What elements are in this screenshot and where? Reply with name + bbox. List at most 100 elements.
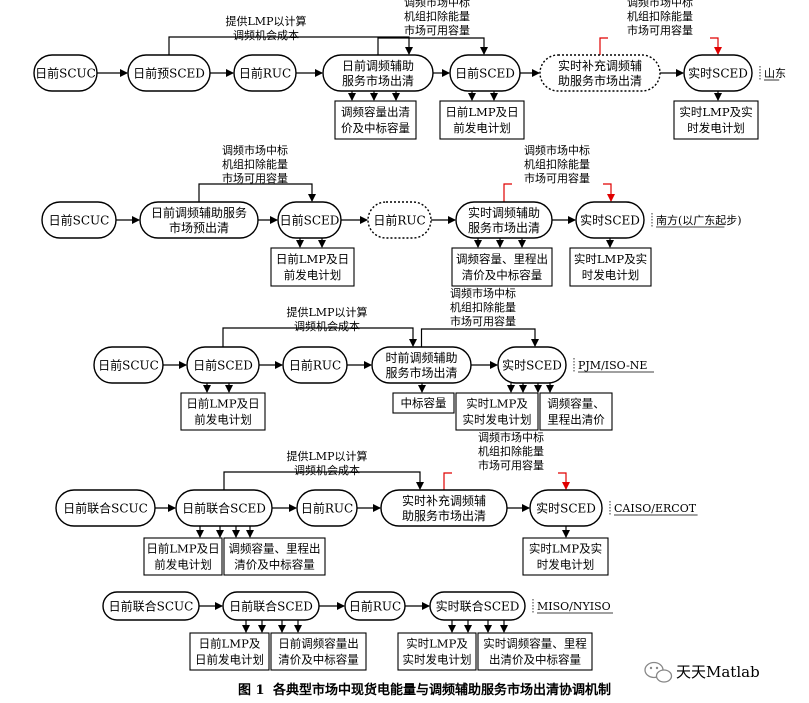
nanfang-annotation-0-line: 调频市场中标 — [222, 143, 288, 157]
nanfang-node-n6-label: 实时SCED — [580, 213, 640, 228]
pjm-annotation-1-line: 市场可用容量 — [450, 314, 516, 328]
miso-output-3-line: 出清价及中标容量 — [489, 653, 581, 667]
shandong-output-2-line: 实时LMP及实 — [679, 105, 752, 119]
caption-number: 图 1 — [238, 683, 265, 698]
miso-node-n1: 日前联合SCUC — [102, 591, 200, 621]
pjm-node-n5-label: 实时SCED — [502, 358, 562, 373]
shandong-annotation-connector — [168, 36, 413, 55]
caiso-node-n4-label-line: 实时补充调频辅 — [402, 493, 486, 508]
pjm-output-2-line: 实时发电计划 — [463, 413, 532, 427]
caiso-annotation-0-line: 提供LMP以计算 — [287, 449, 368, 463]
pjm-annotation-0-line: 调频机会成本 — [294, 319, 360, 333]
nanfang-node-n4: 日前RUC — [367, 201, 432, 239]
nanfang-output-1-line: 清价及中标容量 — [462, 268, 543, 282]
shandong-node-n1-label: 日前SCUC — [35, 66, 96, 81]
watermark-text: 天天Matlab — [676, 663, 760, 681]
shandong-annotation-connector — [377, 37, 488, 55]
connector-layer — [97, 36, 722, 633]
nanfang-node-n2-label-line: 市场预出清 — [169, 220, 229, 235]
shandong-market-label: 山东 — [764, 67, 786, 80]
caiso-node-n1: 日前联合SCUC — [55, 489, 156, 527]
caiso-node-n3-label: 日前RUC — [301, 501, 353, 516]
watermark: 天天Matlab — [644, 661, 760, 683]
caiso-annotation-0-line: 调频机会成本 — [294, 463, 360, 477]
nanfang-annotation-1-line: 市场可用容量 — [524, 171, 590, 185]
pjm-node-n5: 实时SCED — [497, 346, 567, 384]
caption-text: 各典型市场中现货电能量与调频辅助服务市场出清协调机制 — [272, 682, 611, 698]
caiso-node-n3: 日前RUC — [296, 489, 358, 527]
output-layer: 调频容量出清价及中标容量日前LMP及日前发电计划实时LMP及实时发电计划日前LM… — [143, 100, 759, 671]
nanfang-node-n2-label-line: 日前调频辅助服务 — [151, 205, 247, 220]
shandong-node-n5-label: 日前SCED — [455, 66, 515, 81]
shandong-node-n2-label: 日前预SCED — [133, 66, 205, 81]
nanfang-annotation-1-line: 调频市场中标 — [524, 143, 590, 157]
caiso-output-2-line: 时发电计划 — [537, 558, 595, 572]
miso-output-1-line: 清价及中标容量 — [278, 653, 359, 667]
shandong-output-0-line: 价及中标容量 — [341, 121, 410, 135]
shandong-node-n5: 日前SCED — [449, 54, 521, 92]
shandong-annotation-0-line: 提供LMP以计算 — [226, 14, 307, 28]
miso-node-n3: 日前RUC — [344, 591, 406, 621]
nanfang-output-2-line: 实时LMP及实 — [574, 252, 647, 266]
miso-output-0-line: 日前LMP及 — [199, 637, 261, 651]
miso-output-0-line: 日前发电计划 — [195, 653, 264, 667]
pjm-annotation-1-line: 调频市场中标 — [450, 286, 516, 300]
pjm-node-n3-label: 日前RUC — [289, 358, 341, 373]
nanfang-output-1-line: 调频容量、里程出 — [456, 252, 548, 266]
nanfang-annotation-0-line: 机组扣除能量 — [222, 157, 288, 171]
caiso-annotation-1-line: 市场可用容量 — [478, 458, 544, 472]
shandong-output-1-line: 日前LMP及日 — [445, 105, 518, 119]
caiso-node-n1-label: 日前联合SCUC — [63, 501, 148, 516]
pjm-output-0-line: 日前LMP及日 — [186, 397, 259, 411]
shandong-node-n2: 日前预SCED — [127, 54, 211, 92]
nanfang-annotation-0-line: 市场可用容量 — [222, 171, 288, 185]
caiso-node-n2: 日前联合SCED — [175, 489, 273, 527]
pjm-market-label: PJM/ISO-NE — [578, 359, 647, 372]
shandong-node-n4-label-line: 日前调频辅助 — [342, 58, 414, 73]
pjm-node-n4-label-line: 服务市场出清 — [385, 365, 457, 380]
nanfang-annotation-connector — [503, 183, 512, 202]
nanfang-output-2-line: 时发电计划 — [582, 268, 640, 282]
nanfang-market-label: 南方(以广东起步) — [656, 213, 742, 227]
pjm-node-n1-label: 日前SCUC — [98, 358, 159, 373]
miso-node-n1-label: 日前联合SCUC — [109, 599, 194, 614]
shandong-output-0-line: 调频容量出清 — [341, 105, 410, 119]
miso-market-label: MISO/NYISO — [537, 600, 611, 613]
caiso-node-n5: 实时SCED — [529, 489, 603, 527]
nanfang-node-n4-label: 日前RUC — [373, 213, 425, 228]
caiso-annotation-1-line: 调频市场中标 — [478, 430, 544, 444]
caiso-annotation-arrow — [558, 472, 570, 490]
miso-output-1-line: 日前调频容量出 — [278, 637, 359, 651]
pjm-node-n2: 日前SCED — [186, 346, 260, 384]
miso-node-n4: 实时联合SCED — [429, 591, 526, 621]
figure-caption: 图 1 各典型市场中现货电能量与调频辅助服务市场出清协调机制 — [238, 682, 611, 698]
shandong-annotation-1-line: 机组扣除能量 — [404, 9, 470, 23]
pjm-output-3-line: 调频容量、 — [547, 397, 605, 411]
miso-output-3-line: 实时调频容量、里程 — [483, 637, 587, 651]
pjm-output-2-line: 实时LMP及 — [466, 397, 528, 411]
nanfang-node-n3: 日前SCED — [277, 201, 342, 239]
shandong-node-n6-label-line: 助服务市场出清 — [558, 73, 642, 88]
shandong-annotation-1-line: 市场可用容量 — [404, 23, 470, 37]
nanfang-annotation-1-line: 机组扣除能量 — [524, 157, 590, 171]
caiso-node-n2-label: 日前联合SCED — [182, 501, 266, 516]
pjm-node-n2-label: 日前SCED — [193, 358, 253, 373]
caiso-node-n5-label: 实时SCED — [536, 501, 596, 516]
shandong-node-n4-label-line: 服务市场出清 — [342, 73, 414, 88]
nanfang-annotation-arrow — [603, 183, 615, 202]
shandong-annotation-2-line: 市场可用容量 — [627, 23, 693, 37]
miso-output-2-line: 实时LMP及 — [406, 637, 468, 651]
pjm-output-1-line: 中标容量 — [401, 396, 447, 410]
shandong-node-n3-label: 日前RUC — [239, 66, 291, 81]
